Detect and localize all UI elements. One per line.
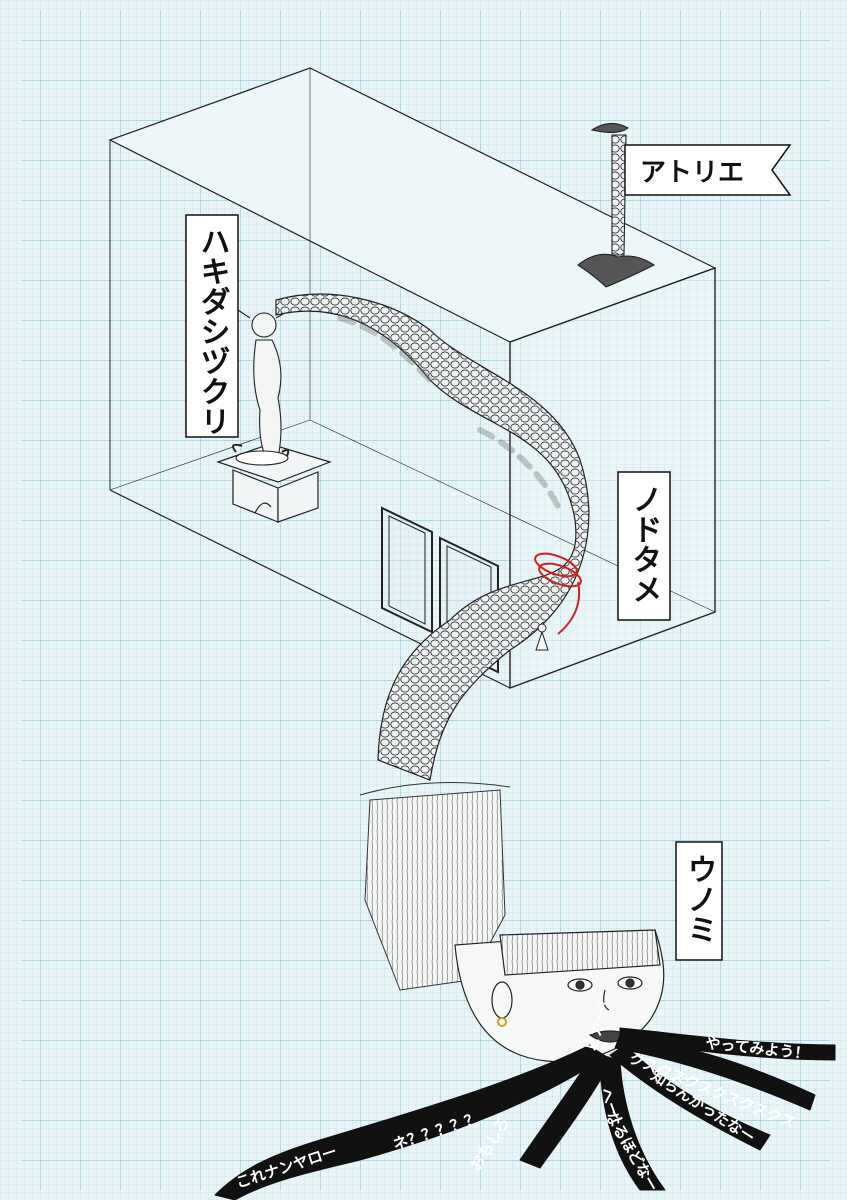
sign-hakidashi-frame — [185, 214, 239, 438]
sign-unomi-frame — [675, 841, 723, 961]
sign-nodotame-frame — [617, 471, 671, 621]
tube-body — [275, 293, 590, 781]
spitting-figure — [232, 309, 291, 466]
tongue-2 — [519, 1049, 613, 1169]
flag-atelier — [624, 144, 792, 196]
tongue-4 — [609, 1044, 771, 1151]
tongue-6 — [619, 1027, 836, 1061]
sign-nodotame: ノドタメ — [627, 484, 662, 604]
sign-atelier: アトリエ — [640, 158, 744, 188]
tongues — [214, 1027, 836, 1200]
tongue-3 — [599, 1054, 666, 1191]
tongue-1 — [214, 1044, 601, 1200]
red-thread — [534, 552, 582, 635]
small-figure — [535, 623, 549, 651]
sign-hakidashi: ハキダシヅクリ — [195, 226, 230, 436]
sign-unomi: ウノミ — [682, 854, 717, 944]
flag-pole-bird — [577, 122, 656, 288]
